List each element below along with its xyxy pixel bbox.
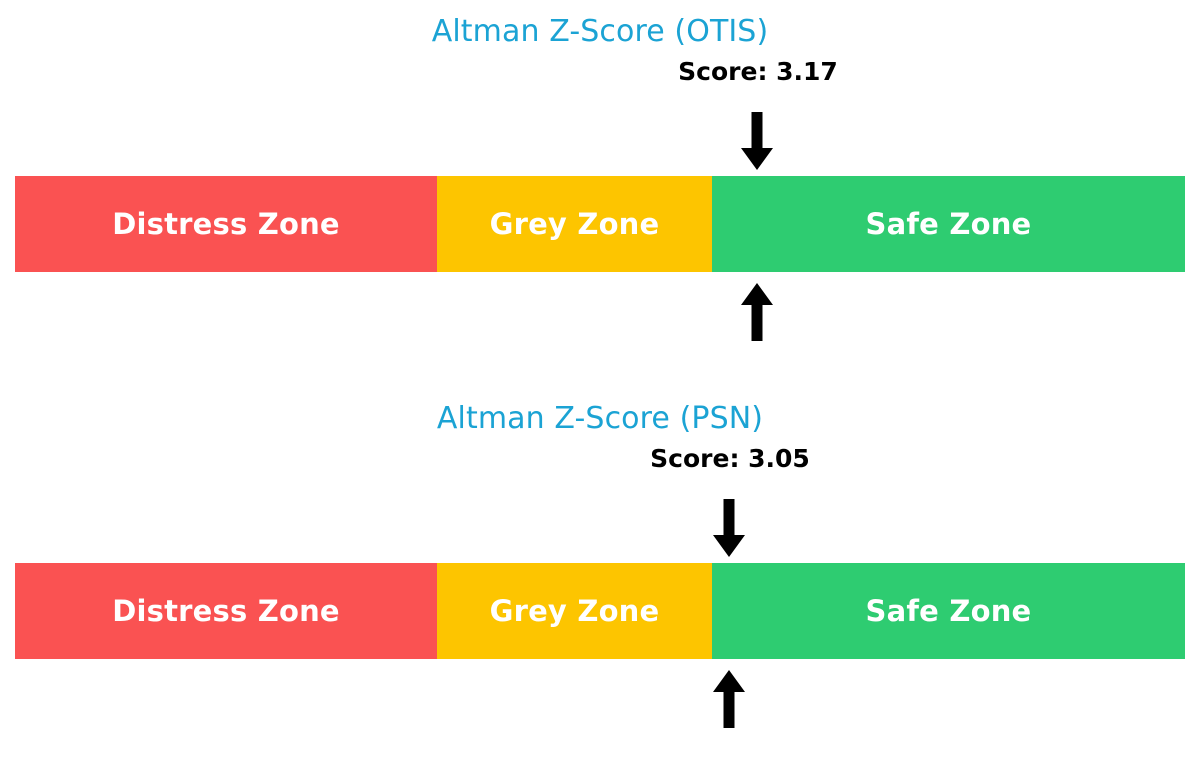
zone-safe-psn: Safe Zone xyxy=(711,563,1185,659)
zscore-panel-otis: Altman Z-Score (OTIS) Score: 3.17 Distre… xyxy=(15,14,1185,341)
chart-title-otis: Altman Z-Score (OTIS) xyxy=(431,14,769,49)
chart-title-psn: Altman Z-Score (PSN) xyxy=(436,401,764,436)
zone-label-distress: Distress Zone xyxy=(112,207,340,241)
zone-grey-otis: Grey Zone xyxy=(437,176,712,272)
score-marker-arrow-up-psn xyxy=(709,668,749,728)
score-marker-arrow-up-otis xyxy=(737,281,777,341)
score-label-otis: Score: 3.17 xyxy=(678,57,838,86)
score-marker-arrow-down-psn xyxy=(709,499,749,559)
zone-label-distress: Distress Zone xyxy=(112,594,340,628)
zone-grey-psn: Grey Zone xyxy=(437,563,712,659)
zone-label-safe: Safe Zone xyxy=(865,594,1032,628)
zone-safe-otis: Safe Zone xyxy=(711,176,1185,272)
score-label-psn: Score: 3.05 xyxy=(650,444,810,473)
score-marker-arrow-down-otis xyxy=(737,112,777,172)
zone-bar-psn: Distress Zone Grey Zone Safe Zone xyxy=(15,563,1185,659)
zone-distress-otis: Distress Zone xyxy=(15,176,438,272)
zone-label-grey: Grey Zone xyxy=(489,594,660,628)
zone-distress-psn: Distress Zone xyxy=(15,563,438,659)
zone-bar-otis: Distress Zone Grey Zone Safe Zone xyxy=(15,176,1185,272)
zone-label-grey: Grey Zone xyxy=(489,207,660,241)
zone-label-safe: Safe Zone xyxy=(865,207,1032,241)
zscore-panel-psn: Altman Z-Score (PSN) Score: 3.05 Distres… xyxy=(0,387,1200,774)
